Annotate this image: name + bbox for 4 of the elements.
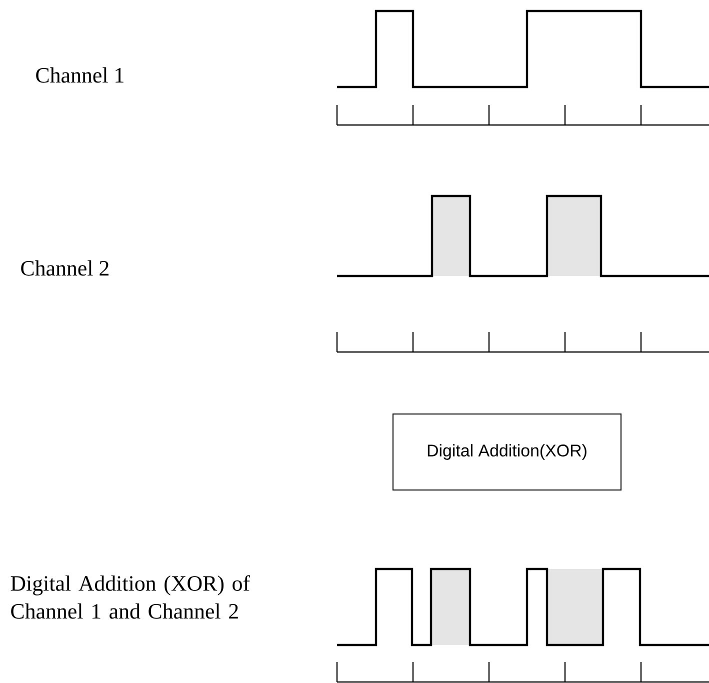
channel-label: Channel 1: [36, 67, 124, 83]
process-box: Digital Addition(XOR): [392, 413, 622, 490]
channel-label: Digital Addition (XOR) of Channel 1 and Channel 2: [10, 575, 250, 619]
channel-label: Channel 2: [21, 260, 108, 276]
